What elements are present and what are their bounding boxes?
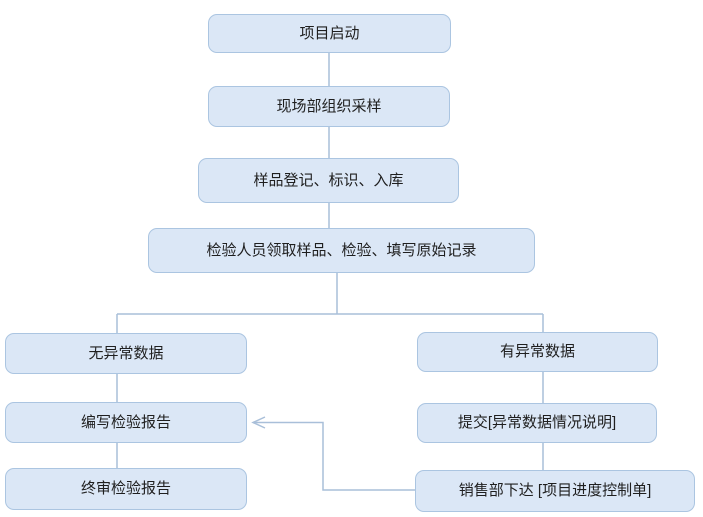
edge-sales-to-write-feedback	[253, 421, 415, 491]
flow-node-final-review-report: 终审检验报告	[5, 468, 247, 510]
flow-node-submit-abnormal-note: 提交[异常数据情况说明]	[417, 403, 657, 443]
arrowhead-left-icon	[251, 416, 266, 429]
flow-node-sales-control-sheet: 销售部下达 [项目进度控制单]	[415, 470, 695, 512]
flow-node-field-sampling: 现场部组织采样	[208, 86, 450, 127]
flow-node-project-start: 项目启动	[208, 14, 451, 53]
flow-node-no-abnormal-data: 无异常数据	[5, 333, 247, 374]
flow-node-inspection-record: 检验人员领取样品、检验、填写原始记录	[148, 228, 535, 273]
flow-node-sample-registration: 样品登记、标识、入库	[198, 158, 459, 203]
flow-node-abnormal-data: 有异常数据	[417, 332, 658, 372]
flow-node-write-report: 编写检验报告	[5, 402, 247, 443]
